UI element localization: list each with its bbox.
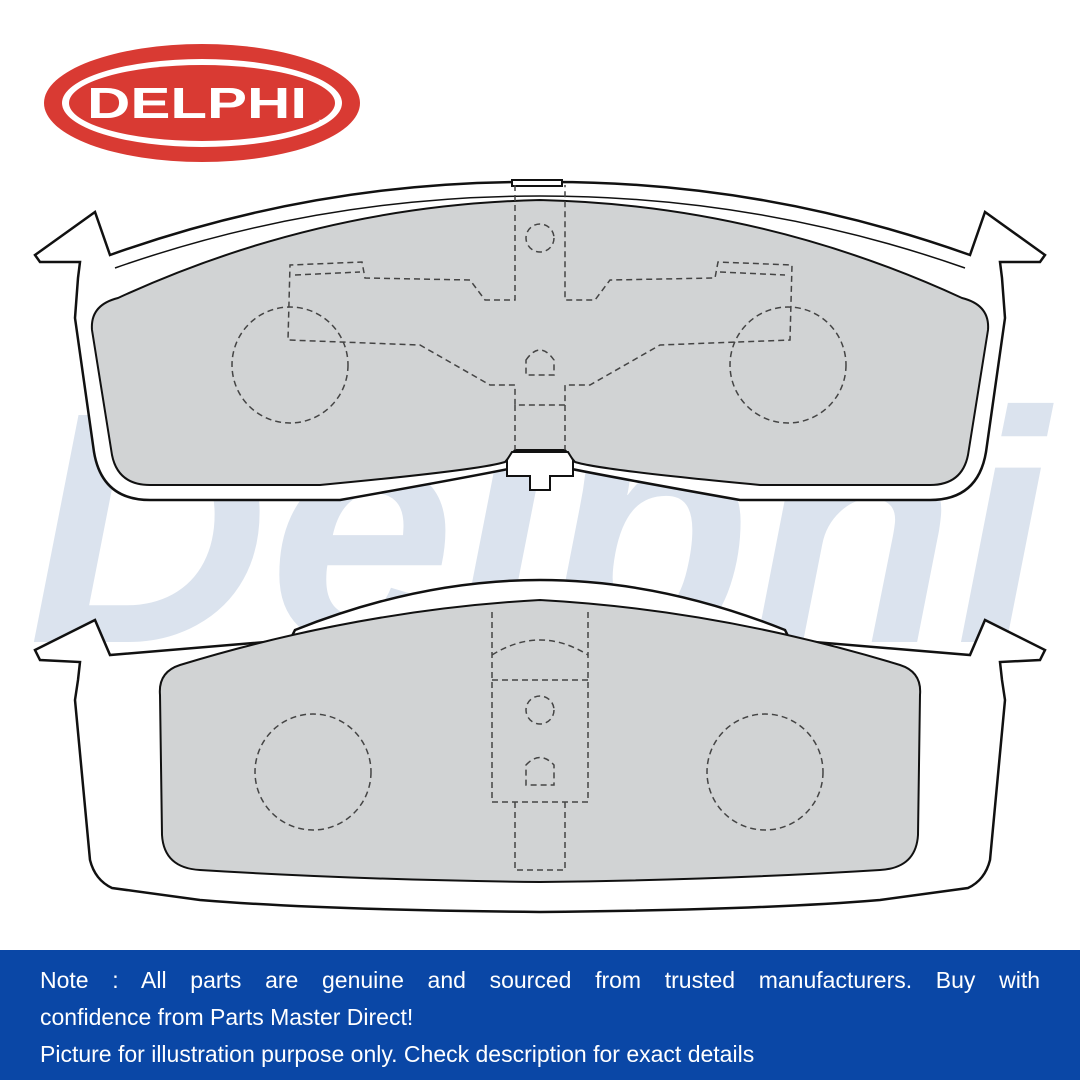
upper-clip-tab bbox=[506, 451, 574, 491]
upper-hidden-lines bbox=[231, 185, 847, 450]
delphi-logo: DELPHI ™ bbox=[44, 44, 360, 162]
brake-pad-drawing: Delphi bbox=[28, 179, 1054, 914]
note-line-2: confidence from Parts Master Direct! bbox=[40, 1004, 414, 1030]
note-banner: Note : All parts are genuine and sourced… bbox=[0, 950, 1080, 1080]
note-line-1: Note : All parts are genuine and sourced… bbox=[40, 967, 1040, 993]
note-line-3: Picture for illustration purpose only. C… bbox=[40, 1041, 755, 1067]
lower-hidden-lines bbox=[254, 612, 824, 871]
logo-text: DELPHI bbox=[87, 79, 307, 128]
upper-top-nub bbox=[511, 179, 563, 187]
logo-trademark: ™ bbox=[318, 118, 327, 128]
lower-friction-pad bbox=[158, 598, 922, 884]
upper-backing-plate-inner bbox=[114, 195, 966, 269]
